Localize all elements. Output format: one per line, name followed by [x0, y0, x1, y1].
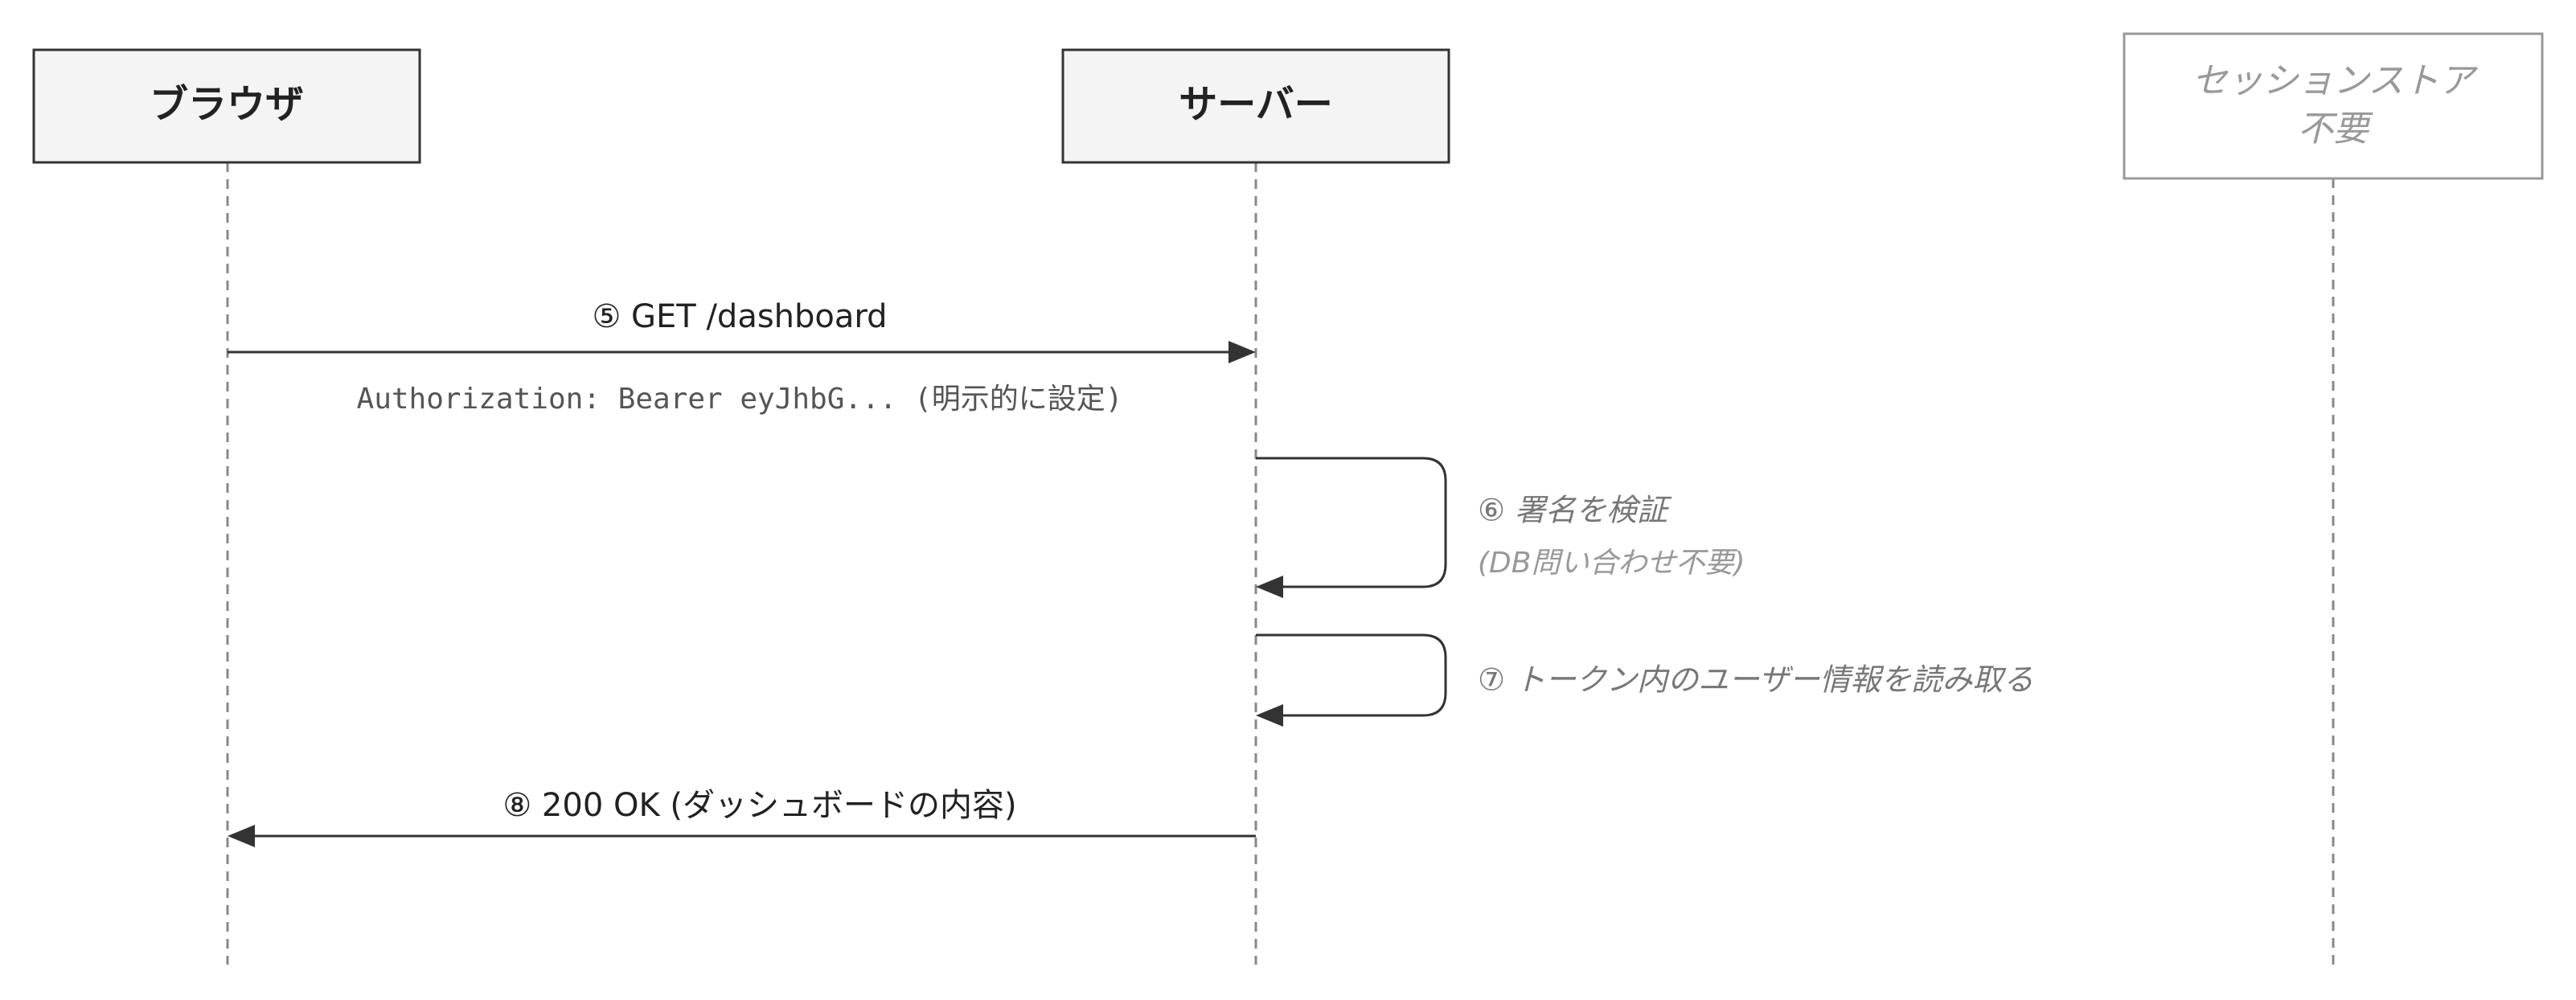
message-6: ⑥ 署名を検証 (DB問い合わせ不要): [1256, 457, 1745, 598]
actor-session-store-label-line2: 不要: [2298, 109, 2373, 150]
message-7-label: ⑦ トークン内のユーザー情報を読み取る: [1478, 662, 2033, 698]
message-5: ⑤ GET /dashboard Authorization: Bearer e…: [228, 298, 1256, 416]
message-5-note: Authorization: Bearer eyJhbG... (明示的に設定): [357, 383, 1123, 416]
message-6-label: ⑥ 署名を検証: [1478, 493, 1672, 528]
message-8-label: ⑧ 200 OK (ダッシュボードの内容): [502, 787, 1016, 824]
message-6-sub: (DB問い合わせ不要): [1478, 547, 1745, 580]
message-5-arrowhead: [1229, 341, 1256, 363]
actor-server: サーバー: [1061, 48, 1450, 164]
actor-browser: ブラウザ: [32, 48, 421, 164]
message-7-arrowhead: [1256, 704, 1283, 727]
message-8-arrowhead: [228, 825, 255, 847]
actor-session-store-label-line1: セッションストア: [2192, 60, 2478, 101]
message-8: ⑧ 200 OK (ダッシュボードの内容): [228, 787, 1256, 847]
message-6-arrowhead: [1256, 576, 1283, 598]
actor-session-store: セッションストア 不要: [2123, 32, 2544, 180]
actor-browser-label: ブラウザ: [150, 82, 304, 127]
message-7-loop: [1256, 633, 1447, 717]
message-5-label: ⑤ GET /dashboard: [592, 298, 887, 335]
actor-server-label: サーバー: [1179, 82, 1333, 127]
message-7: ⑦ トークン内のユーザー情報を読み取る: [1256, 633, 2033, 727]
message-6-loop: [1256, 457, 1447, 588]
